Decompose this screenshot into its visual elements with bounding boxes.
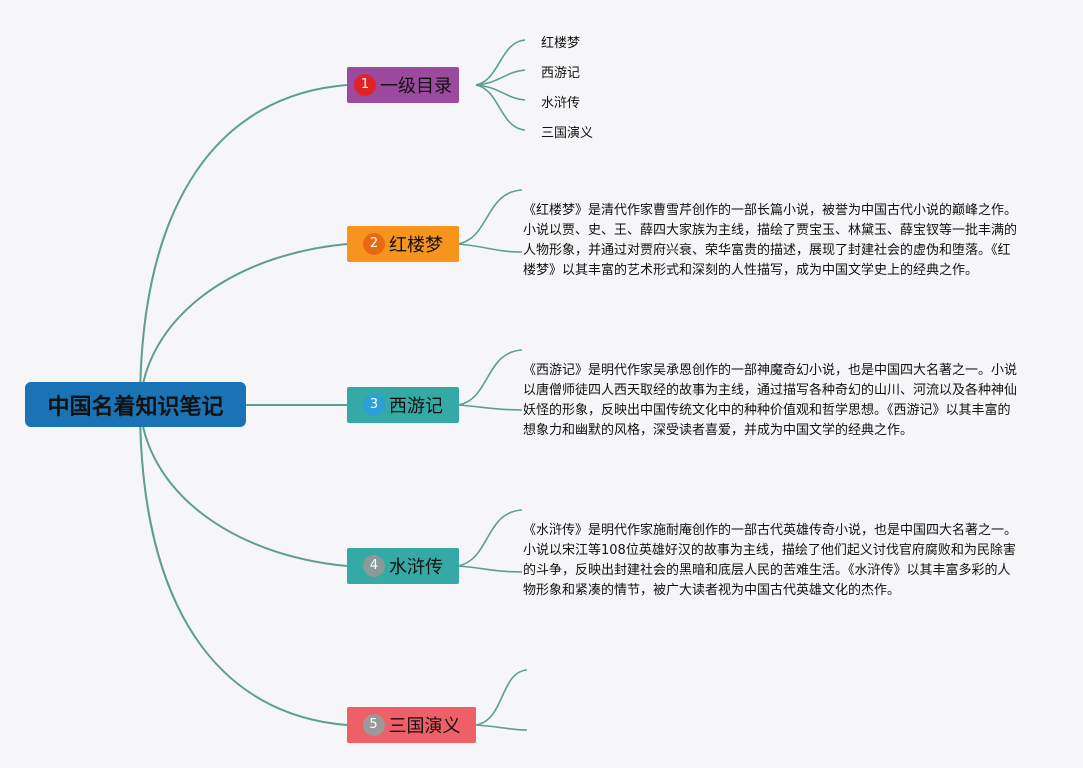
branch-sanguo[interactable]: 5 三国演义 (347, 707, 476, 743)
catalog-item-sanguo[interactable]: 三国演义 (541, 126, 594, 141)
description-shuihuzhuan: 《水浒传》是明代作家施耐庵创作的一部古代英雄传奇小说，也是中国四大名著之一。小说… (523, 523, 1018, 598)
link-shuihuzhuan-desc-top (457, 509, 523, 567)
link-root-shuihuzhuan (139, 404, 348, 567)
branch-label: 红楼梦 (389, 235, 443, 256)
link-shuihuzhuan-desc-bottom (457, 565, 523, 573)
branch-label: 西游记 (389, 396, 443, 417)
branch-label: 一级目录 (380, 76, 452, 97)
number-badge-icon: 5 (362, 714, 385, 736)
catalog-item-xiyouji[interactable]: 西游记 (541, 66, 581, 81)
branch-hongloumeng[interactable]: 2 红楼梦 (347, 226, 459, 262)
description-xiyouji: 《西游记》是明代作家吴承恩创作的一部神魔奇幻小说，也是中国四大名著之一。小说以唐… (523, 363, 1018, 438)
link-sanguo-desc-bottom (475, 724, 528, 731)
catalog-item-hongloumeng[interactable]: 红楼梦 (541, 36, 581, 51)
link-catalog-item-3 (475, 84, 526, 101)
link-catalog-item-1 (475, 39, 526, 86)
link-root-hongloumeng (139, 243, 348, 406)
catalog-item-shuihuzhuan[interactable]: 水浒传 (541, 96, 581, 111)
link-catalog-item-4 (475, 84, 526, 131)
number-badge-icon: 2 (363, 233, 385, 255)
number-badge-icon: 4 (363, 555, 385, 577)
link-catalog-item-2 (475, 69, 526, 86)
root-label: 中国名着知识笔记 (47, 394, 224, 420)
number-badge-icon: 3 (363, 394, 385, 416)
link-sanguo-desc-top (475, 669, 528, 726)
branch-xiyouji[interactable]: 3 西游记 (347, 387, 459, 423)
link-xiyouji-desc-top (457, 349, 523, 406)
branch-label: 水浒传 (389, 557, 443, 578)
branch-catalog[interactable]: 1 一级目录 (347, 67, 459, 103)
link-hongloumeng-desc-bottom (457, 243, 523, 253)
link-root-sanguo (139, 404, 348, 726)
description-hongloumeng: 《红楼梦》是清代作家曹雪芹创作的一部长篇小说，被誉为中国古代小说的巅峰之作。小说… (523, 203, 1018, 278)
root-node[interactable]: 中国名着知识笔记 (25, 382, 246, 427)
link-hongloumeng-desc-top (457, 189, 523, 245)
branch-shuihuzhuan[interactable]: 4 水浒传 (347, 548, 459, 584)
link-xiyouji-desc-bottom (457, 404, 523, 411)
link-root-catalog (139, 84, 348, 406)
number-badge-icon: 1 (354, 74, 376, 96)
branch-label: 三国演义 (388, 716, 461, 737)
